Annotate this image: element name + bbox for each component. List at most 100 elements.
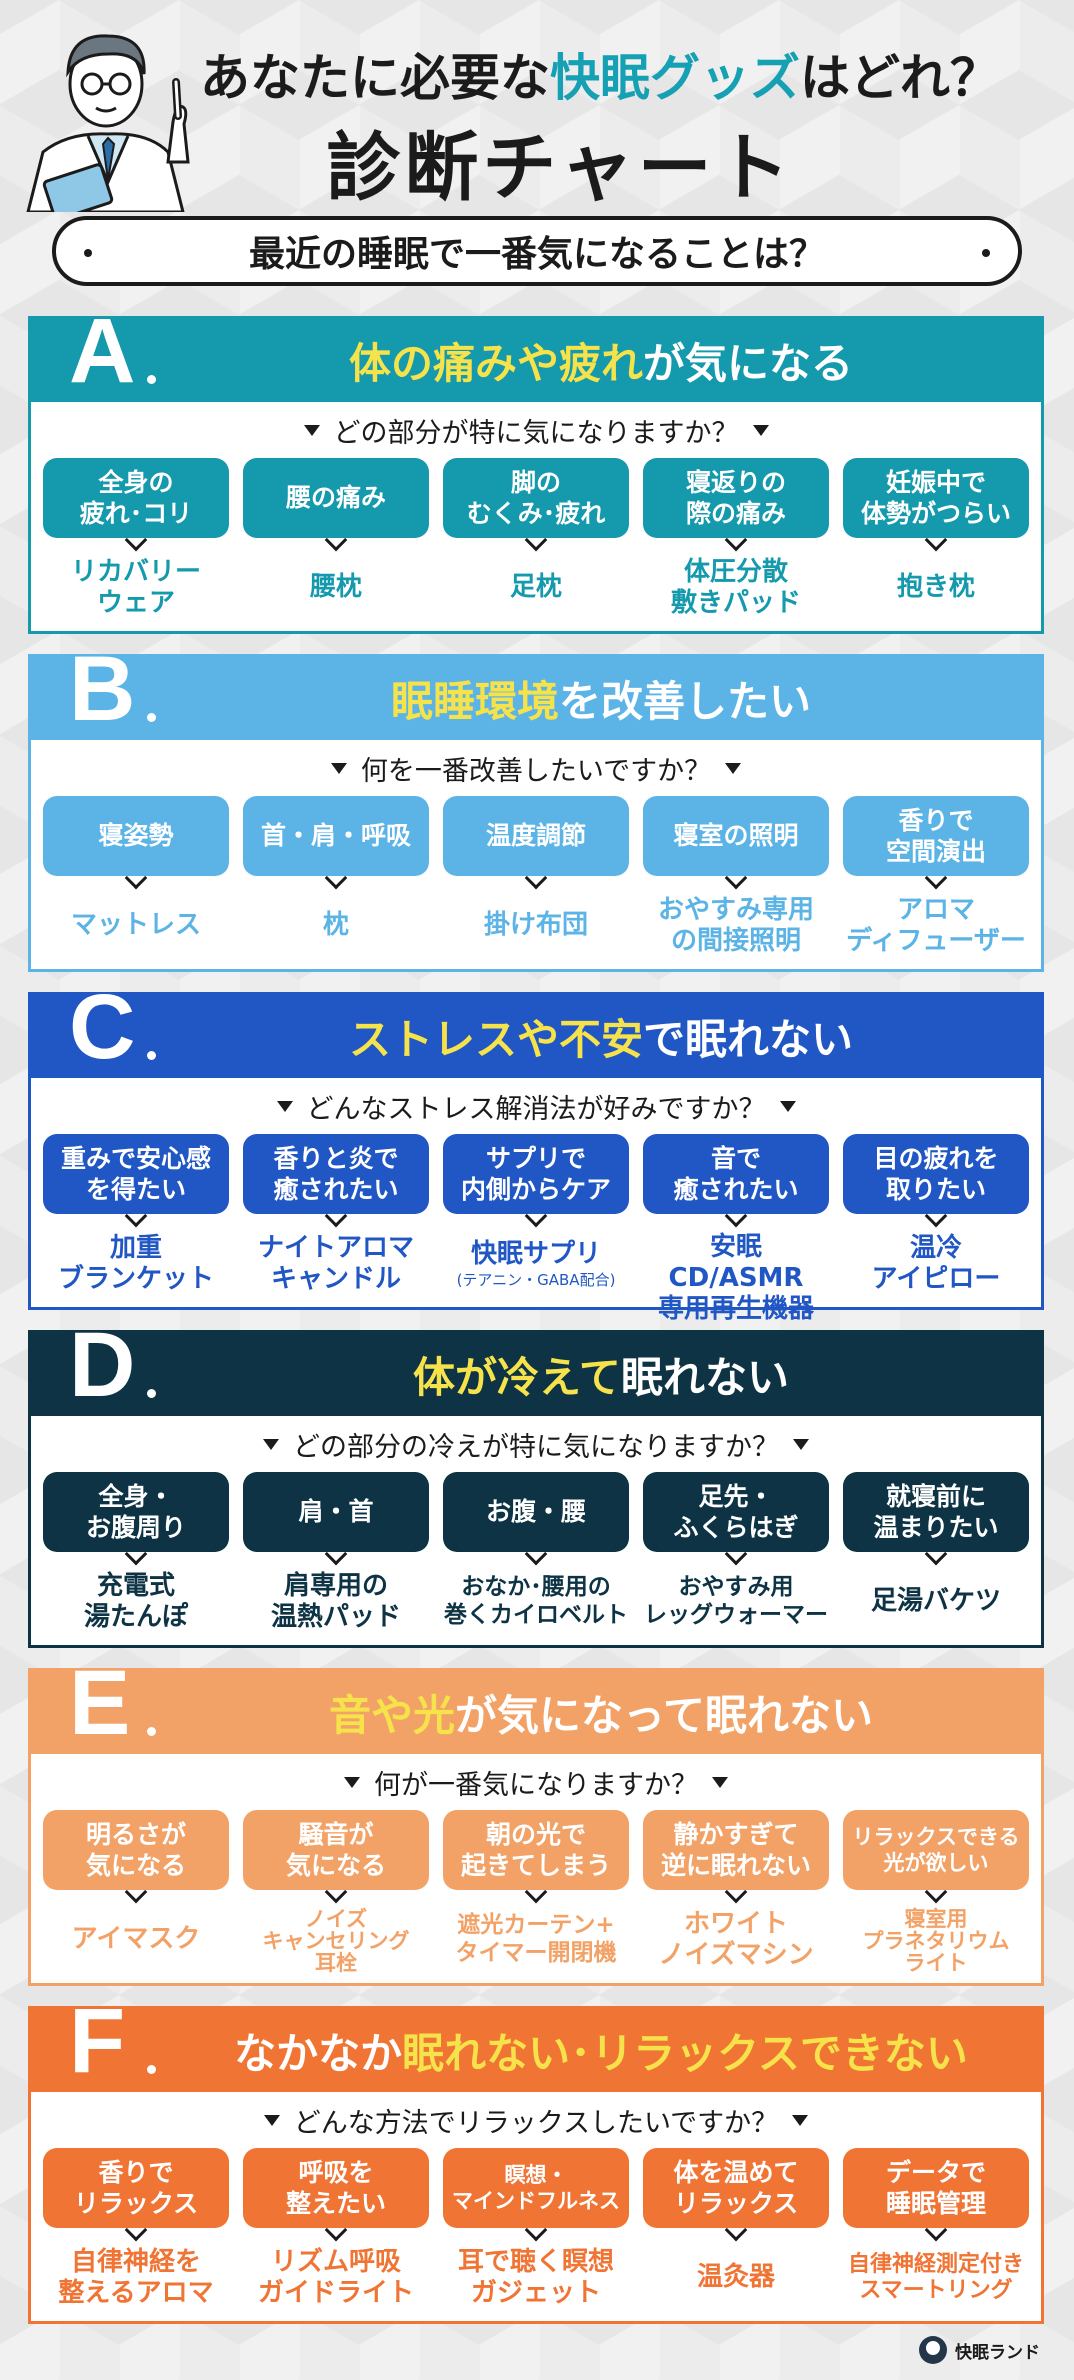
header: あなたに必要な快眠グッズはどれ？ 診断チャート — [0, 0, 1074, 212]
triangle-down-icon — [276, 1100, 293, 1112]
option-button[interactable]: 妊娠中で 体勢がつらい — [843, 458, 1029, 538]
option-button[interactable]: 全身・ お腹周り — [43, 1472, 229, 1552]
option-button[interactable]: 脚の むくみ･疲れ — [443, 458, 629, 538]
option-column: 呼吸を 整えたいリズム呼吸 ガイドライト — [243, 2148, 429, 2310]
option-button[interactable]: 寝姿勢 — [43, 796, 229, 876]
option-column: サプリで 内側からケア快眠サプリ(テアニン・GABA配合) — [443, 1134, 629, 1326]
option-button[interactable]: 呼吸を 整えたい — [243, 2148, 429, 2228]
option-column: 温度調節掛け布団 — [443, 796, 629, 958]
letter-dot — [147, 1389, 156, 1398]
result-label: 足枕 — [509, 572, 562, 603]
result-label: アロマ ディフューザー — [846, 894, 1026, 956]
option-column: 全身・ お腹周り充電式 湯たんぽ — [43, 1472, 229, 1634]
result-label: アイマスク — [71, 1924, 201, 1955]
triangle-down-icon — [725, 762, 742, 774]
sub-question: どの部分が特に気になりますか？ — [31, 402, 1041, 458]
option-button[interactable]: 朝の光で 起きてしまう — [443, 1810, 629, 1890]
option-button[interactable]: リラックスできる 光が欲しい — [843, 1810, 1029, 1890]
section-title: 音や光が気になって眠れない — [329, 1691, 873, 1740]
result-label: ノイズ キャンセリング 耳栓 — [262, 1907, 410, 1976]
brand-logo[interactable]: 快眠ランド — [919, 2336, 1040, 2364]
section-title: 体の痛みや疲れが気になる — [348, 339, 854, 388]
option-column: 静かすぎて 逆に眠れないホワイト ノイズマシン — [643, 1810, 829, 1974]
option-column: 寝室の照明おやすみ専用 の間接照明 — [643, 796, 829, 958]
options-row: 重みで安心感 を得たい加重 ブランケット 香りと炎で 癒されたいナイトアロマ キ… — [31, 1134, 1041, 1326]
option-button[interactable]: 香りと炎で 癒されたい — [243, 1134, 429, 1214]
section-header: C ストレスや不安で眠れない — [31, 981, 1041, 1078]
option-button[interactable]: 就寝前に 温まりたい — [843, 1472, 1029, 1552]
section-letter: F — [69, 1990, 126, 2092]
section-title: ストレスや不安で眠れない — [348, 1015, 854, 1064]
option-column: 脚の むくみ･疲れ足枕 — [443, 458, 629, 620]
brand-name: 快眠ランド — [955, 2342, 1040, 2363]
option-column: 足先・ ふくらはぎおやすみ用 レッグウォーマー — [643, 1472, 829, 1634]
result-label: リカバリー ウェア — [70, 556, 201, 618]
result-label: マットレス — [70, 910, 201, 941]
triangle-down-icon — [792, 2114, 809, 2126]
option-column: 香りで リラックス自律神経を 整えるアロマ — [43, 2148, 229, 2310]
sub-question: どの部分の冷えが特に気になりますか？ — [31, 1416, 1041, 1472]
main-question-text: 最近の睡眠で一番気になることは？ — [248, 234, 825, 275]
sub-question: どんなストレス解消法が好みですか？ — [31, 1078, 1041, 1134]
option-button[interactable]: 音で 癒されたい — [643, 1134, 829, 1214]
option-column: 妊娠中で 体勢がつらい抱き枕 — [843, 458, 1029, 620]
option-column: 体を温めて リラックス温灸器 — [643, 2148, 829, 2310]
letter-dot — [147, 713, 156, 722]
option-button[interactable]: 香りで リラックス — [43, 2148, 229, 2228]
option-column: 目の疲れを 取りたい温冷 アイピロー — [843, 1134, 1029, 1326]
option-button[interactable]: 瞑想・ マインドフルネス — [443, 2148, 629, 2228]
section-e: E 音や光が気になって眠れない 何が一番気になりますか？ 明るさが 気になるアイ… — [28, 1657, 1044, 1986]
result-label: 肩専用の 温熱パッド — [270, 1570, 401, 1632]
option-button[interactable]: 明るさが 気になる — [43, 1810, 229, 1890]
option-button[interactable]: 体を温めて リラックス — [643, 2148, 829, 2228]
option-button[interactable]: お腹・腰 — [443, 1472, 629, 1552]
section-a: A 体の痛みや疲れが気になる どの部分が特に気になりますか？ 全身の 疲れ･コリ… — [28, 305, 1044, 634]
option-button[interactable]: 温度調節 — [443, 796, 629, 876]
option-button[interactable]: 目の疲れを 取りたい — [843, 1134, 1029, 1214]
triangle-down-icon — [712, 1776, 728, 1788]
option-column: 朝の光で 起きてしまう遮光カーテン+ タイマー開閉機 — [443, 1810, 629, 1974]
sub-question: 何が一番気になりますか？ — [31, 1754, 1041, 1810]
option-button[interactable]: 寝室の照明 — [643, 796, 829, 876]
options-row: 全身・ お腹周り充電式 湯たんぽ 肩・首肩専用の 温熱パッド お腹・腰おなか･腰… — [31, 1472, 1041, 1634]
page-title: 診断チャート — [326, 125, 794, 211]
section-title: 眠睡環境を改善したい — [390, 677, 812, 726]
option-button[interactable]: データで 睡眠管理 — [843, 2148, 1029, 2228]
letter-dot — [147, 375, 156, 384]
result-label: 自律神経を 整えるアロマ — [58, 2246, 214, 2308]
bullet-dot — [982, 249, 990, 257]
result-label: 体圧分散 敷きパッド — [670, 556, 801, 618]
option-column: データで 睡眠管理自律神経測定付き スマートリング — [843, 2148, 1029, 2310]
option-column: 肩・首肩専用の 温熱パッド — [243, 1472, 429, 1634]
section-header: B 眠睡環境を改善したい — [31, 643, 1041, 740]
result-label: 温冷 アイピロー — [871, 1232, 1001, 1294]
option-button[interactable]: 静かすぎて 逆に眠れない — [643, 1810, 829, 1890]
option-button[interactable]: 騒音が 気になる — [243, 1810, 429, 1890]
letter-dot — [147, 1727, 156, 1736]
result-label: おやすみ用 レッグウォーマー — [644, 1574, 828, 1628]
option-button[interactable]: 腰の痛み — [243, 458, 429, 538]
option-button[interactable]: 足先・ ふくらはぎ — [643, 1472, 829, 1552]
section-letter: E — [69, 1652, 131, 1754]
triangle-down-icon — [344, 1776, 360, 1788]
result-label: 遮光カーテン+ タイマー開閉機 — [455, 1912, 617, 1966]
option-button[interactable]: 肩・首 — [243, 1472, 429, 1552]
options-row: 寝姿勢マットレス 首・肩・呼吸枕 温度調節掛け布団 寝室の照明おやすみ専用 の間… — [31, 796, 1041, 958]
section-header: E 音や光が気になって眠れない — [31, 1657, 1041, 1754]
option-button[interactable]: 寝返りの 際の痛み — [643, 458, 829, 538]
section-b: B 眠睡環境を改善したい 何を一番改善したいですか？ 寝姿勢マットレス 首・肩・… — [28, 643, 1044, 972]
option-button[interactable]: 全身の 疲れ･コリ — [43, 458, 229, 538]
option-column: 香りで 空間演出アロマ ディフューザー — [843, 796, 1029, 958]
option-button[interactable]: 重みで安心感 を得たい — [43, 1134, 229, 1214]
result-label: 加重 ブランケット — [57, 1232, 214, 1294]
section-d: D 体が冷えて眠れない どの部分の冷えが特に気になりますか？ 全身・ お腹周り充… — [28, 1319, 1044, 1648]
title-highlight: 快眠グッズ — [550, 49, 800, 107]
title-line1: あなたに必要な快眠グッズはどれ？ — [200, 49, 1000, 107]
section-title: なかなか眠れない･リラックスできない — [234, 2029, 968, 2078]
option-column: 就寝前に 温まりたい足湯バケツ — [843, 1472, 1029, 1634]
option-button[interactable]: サプリで 内側からケア — [443, 1134, 629, 1214]
option-button[interactable]: 首・肩・呼吸 — [243, 796, 429, 876]
sub-question: 何を一番改善したいですか？ — [31, 740, 1041, 796]
triangle-down-icon — [330, 762, 347, 774]
option-button[interactable]: 香りで 空間演出 — [843, 796, 1029, 876]
